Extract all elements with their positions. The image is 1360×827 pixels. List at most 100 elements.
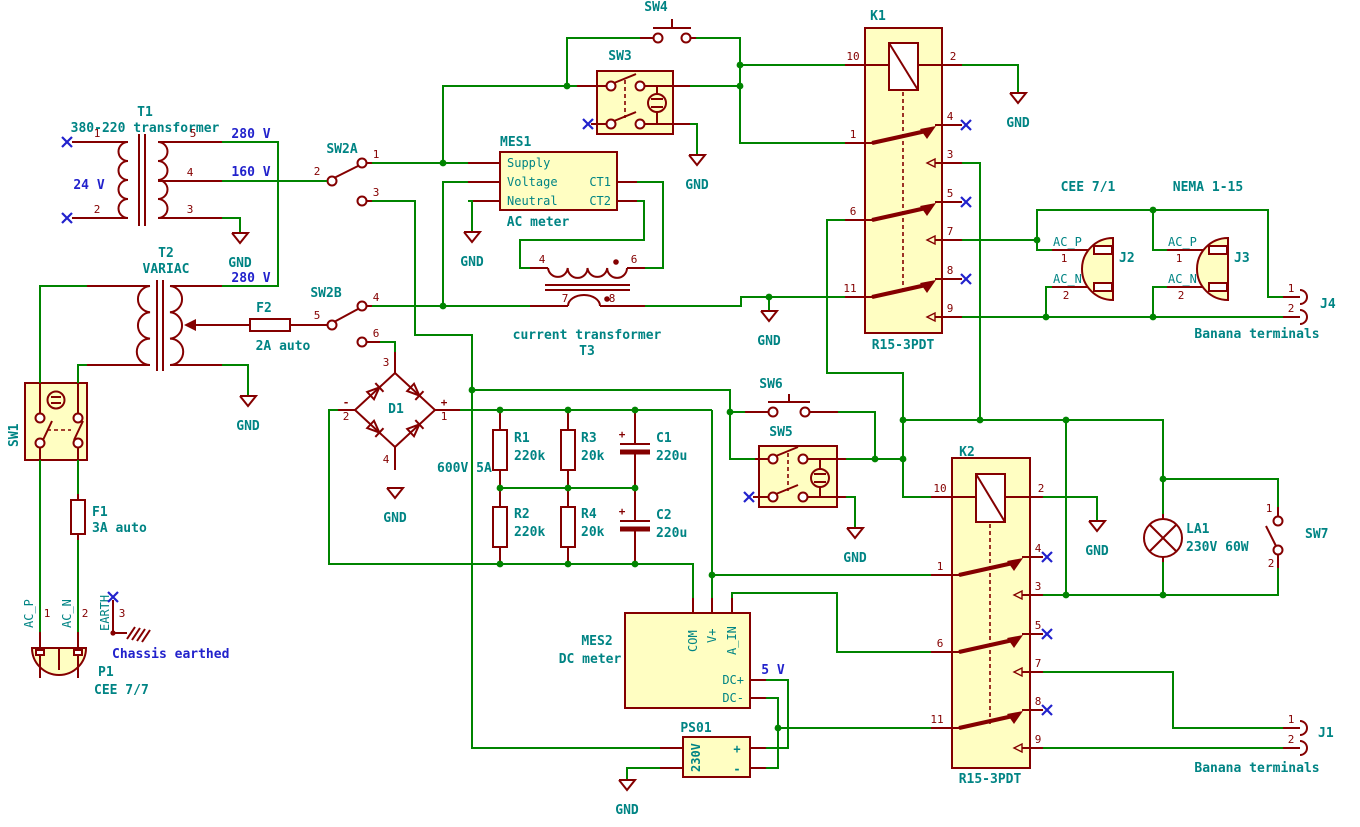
switch-sw1[interactable]: SW1 xyxy=(7,382,88,461)
relay-k2[interactable]: K2 R15-3PDT 10 2 1 4 3 6 5 7 11 8 9 xyxy=(930,445,1044,787)
j4-desc-label: Banana terminals xyxy=(1194,327,1319,342)
gnd-label-sw3: GND xyxy=(685,178,709,193)
j3-acp-pin-name: AC_P xyxy=(1168,235,1197,249)
j1-desc-label: Banana terminals xyxy=(1194,761,1319,776)
resistor-r3[interactable]: R3 20k xyxy=(560,410,605,488)
net-labels: 280 V 160 V 24 V 280 V 5 V Chassis earth… xyxy=(73,127,785,678)
c1-value-label: 220u xyxy=(656,449,687,464)
la1-ref-label: LA1 xyxy=(1186,522,1210,537)
j2-pin1-number: 1 xyxy=(1061,252,1068,265)
c2-ref-label: C2 xyxy=(656,508,672,523)
switch-sw7[interactable]: 1 2 SW7 xyxy=(1265,502,1329,570)
plug-p1[interactable]: AC_P AC_N EARTH 1 2 3 P1 CEE 7/7 xyxy=(22,595,151,698)
k1-pin5-number: 5 xyxy=(947,187,954,200)
t1-ref-label: T1 xyxy=(137,105,153,120)
resistor-r2[interactable]: R2 220k xyxy=(492,488,545,564)
k1-pin7-number: 7 xyxy=(947,225,954,238)
k2-pin5-number: 5 xyxy=(1035,619,1042,632)
fuse-f1[interactable]: F1 3A auto xyxy=(70,494,147,540)
j2-acp-pin-name: AC_P xyxy=(1053,235,1082,249)
switch-sw2b[interactable]: SW2B 4 5 6 xyxy=(310,286,380,348)
sw2b-pin6-number: 6 xyxy=(373,327,380,340)
k2-pin8-number: 8 xyxy=(1035,695,1042,708)
switch-sw5[interactable]: SW5 xyxy=(753,425,846,508)
t2-ref-label: T2 xyxy=(158,246,174,261)
t1-pin5-number: 5 xyxy=(190,127,197,140)
k2-pin4-number: 4 xyxy=(1035,542,1042,555)
mes2-ain-pin-name: A_IN xyxy=(725,626,739,655)
j4-ref-label: J4 xyxy=(1320,297,1336,312)
f2-ref-label: F2 xyxy=(256,301,272,316)
ps01-ref-label: PS01 xyxy=(680,721,711,736)
mes2-dcplus-pin-name: DC+ xyxy=(722,673,744,687)
sw6-ref-label: SW6 xyxy=(759,377,783,392)
switch-sw4[interactable]: SW4 xyxy=(640,0,696,44)
net-label-5v: 5 V xyxy=(761,663,785,678)
d1-minus-sign: - xyxy=(343,396,350,409)
j1-pin2-number: 2 xyxy=(1288,733,1295,746)
bridge-rectifier-d1[interactable]: 3 + 1 - 2 4 D1 600V 5A xyxy=(338,352,492,476)
sw2a-pin1-number: 1 xyxy=(373,148,380,161)
r3-ref-label: R3 xyxy=(581,431,597,446)
d1-pin1-number: 1 xyxy=(441,410,448,423)
k2-pin10-number: 10 xyxy=(933,482,946,495)
k2-ref-label: K2 xyxy=(959,445,975,460)
mes2-dcminus-pin-name: DC- xyxy=(722,691,744,705)
mes2-value-label: DC meter xyxy=(559,652,622,667)
socket-j3[interactable]: AC_P AC_N 1 2 J3 NEMA 1-15 xyxy=(1167,180,1250,302)
t3-pin8-number: 8 xyxy=(609,292,616,305)
j2-standard-label: CEE 7/1 xyxy=(1061,180,1116,195)
lamp-la1[interactable]: LA1 230V 60W xyxy=(1143,514,1249,562)
ps01-value-label: 230V xyxy=(689,743,703,772)
gnd-label-mes1: GND xyxy=(460,255,484,270)
j3-pin1-number: 1 xyxy=(1176,252,1183,265)
connector-j1[interactable]: 1 2 J1 Banana terminals xyxy=(1194,713,1333,776)
current-transformer-t3[interactable]: 4 6 7 8 current transformer T3 xyxy=(513,253,662,359)
transformer-t2-variac[interactable]: T2 VARIAC xyxy=(87,246,250,371)
switch-sw2a[interactable]: SW2A 1 2 3 xyxy=(314,142,380,207)
mes1-neutral-pin-name: Neutral xyxy=(507,194,558,208)
gnd-label-d1: GND xyxy=(383,511,407,526)
net-label-280v-top: 280 V xyxy=(231,127,270,142)
fuse-f2[interactable]: F2 2A auto xyxy=(246,301,327,354)
p1-ref-label: P1 xyxy=(98,665,114,680)
meter-mes1[interactable]: MES1 AC meter Supply Voltage Neutral CT1… xyxy=(468,135,637,230)
k2-pin7-number: 7 xyxy=(1035,657,1042,670)
mes2-com-pin-name: COM xyxy=(686,630,700,652)
resistor-r1[interactable]: R1 220k xyxy=(492,410,545,488)
f1-ref-label: F1 xyxy=(92,505,108,520)
f2-value-label: 2A auto xyxy=(256,339,311,354)
j3-acn-pin-name: AC_N xyxy=(1168,272,1197,286)
resistor-r4[interactable]: R4 20k xyxy=(560,488,605,564)
switch-sw3[interactable]: SW3 xyxy=(577,49,690,135)
connector-j4[interactable]: 1 2 J4 Banana terminals xyxy=(1194,282,1335,342)
k1-pin4-number: 4 xyxy=(947,110,954,123)
gnd-symbols: GND GND GND GND GND GND GND GND GND GND xyxy=(228,92,1109,818)
c2-value-label: 220u xyxy=(656,526,687,541)
j4-pin2-number: 2 xyxy=(1288,302,1295,315)
relay-k1[interactable]: K1 R15-3PDT 10 2 1 4 3 6 5 7 11 8 9 xyxy=(843,9,962,353)
transformer-t1[interactable]: T1 380-220 transformer 1 2 5 4 3 xyxy=(71,105,222,226)
mes2-vplus-pin-name: V+ xyxy=(705,629,719,643)
meter-mes2[interactable]: COM V+ A_IN DC+ DC- MES2 DC meter xyxy=(559,598,766,709)
mes1-supply-pin-name: Supply xyxy=(507,156,550,170)
capacitor-c2[interactable]: + C2 220u xyxy=(619,488,688,564)
t3-pin4-number: 4 xyxy=(539,253,546,266)
j3-standard-label: NEMA 1-15 xyxy=(1173,180,1243,195)
gnd-label-ps01: GND xyxy=(615,803,639,818)
k2-pin2-number: 2 xyxy=(1038,482,1045,495)
d1-plus-sign: + xyxy=(441,396,448,409)
junction-dots xyxy=(439,61,1167,732)
k1-value-label: R15-3PDT xyxy=(872,338,935,353)
mes1-value-label: AC meter xyxy=(507,215,570,230)
psu-ps01[interactable]: 230V + - PS01 xyxy=(660,721,766,778)
k1-pin2-number: 2 xyxy=(950,50,957,63)
j3-ref-label: J3 xyxy=(1234,251,1250,266)
k2-pin11-number: 11 xyxy=(930,713,943,726)
capacitor-c1[interactable]: + C1 220u xyxy=(619,410,688,488)
socket-j2[interactable]: AC_P AC_N 1 2 J2 CEE 7/1 xyxy=(1052,180,1135,302)
switch-sw6[interactable]: SW6 xyxy=(745,377,838,418)
r3-value-label: 20k xyxy=(581,449,605,464)
j1-ref-label: J1 xyxy=(1318,726,1334,741)
sw4-ref-label: SW4 xyxy=(644,0,668,15)
